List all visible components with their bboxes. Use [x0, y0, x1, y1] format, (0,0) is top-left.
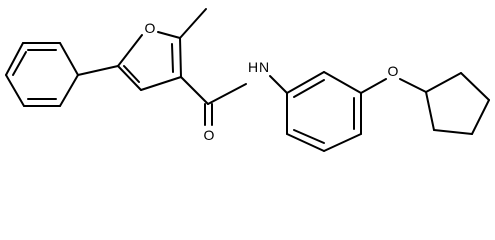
cyclopentyl-ring: [425, 72, 490, 135]
amide-hydrogen-label: H: [248, 59, 258, 75]
ring-to-carbonyl-bond: [180, 76, 209, 105]
furan-ring: [117, 31, 182, 91]
carbonyl-to-nitrogen-bond: [207, 83, 247, 105]
nitrogen-to-ring-bond: [269, 75, 288, 94]
oxygen-to-cyclopentyl-bond: [399, 78, 427, 93]
ether-oxygen-label: O: [388, 63, 399, 79]
carbonyl-oxygen-label: O: [204, 127, 215, 143]
phenyl-ring: [5, 42, 79, 107]
benzene-ring: [286, 71, 362, 152]
ring-to-oxygen-bond: [360, 78, 387, 94]
molecule-structure: O O H N O: [5, 8, 490, 152]
furan-oxygen-label: O: [145, 20, 156, 36]
structure-canvas: O O H N O: [5, 8, 490, 152]
amide-nitrogen-label: N: [259, 59, 269, 75]
biaryl-bond: [77, 65, 119, 76]
methyl-bond: [179, 8, 207, 39]
